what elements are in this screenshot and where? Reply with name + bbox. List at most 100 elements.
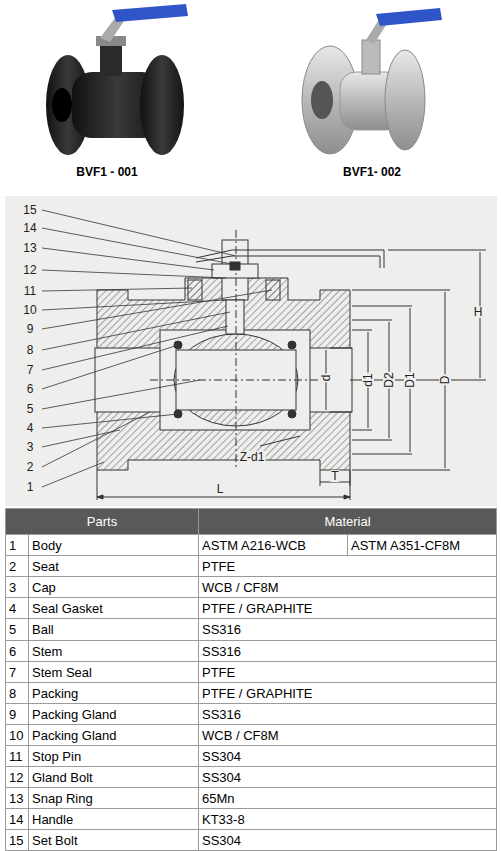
- callout-number: 10: [23, 304, 36, 316]
- material-text: SS316: [202, 622, 241, 637]
- row-number: 14: [5, 808, 29, 830]
- callout-number: 15: [23, 204, 36, 216]
- part-name-text: Set Bolt: [32, 833, 78, 848]
- dimension-label: d: [320, 374, 332, 383]
- row-number-text: 13: [9, 791, 23, 806]
- row-number: 2: [5, 555, 29, 577]
- material-text: SS304: [202, 833, 241, 848]
- material-text: SS304: [202, 770, 241, 785]
- material: KT33-8: [198, 808, 497, 830]
- row-number: 8: [5, 682, 29, 704]
- row-number: 1: [5, 534, 29, 556]
- row-number: 5: [5, 618, 29, 641]
- callout-number: 6: [27, 383, 34, 395]
- part-name-text: Stem: [32, 644, 62, 659]
- part-name: Ball: [28, 618, 199, 641]
- part-name-text: Packing Gland: [32, 707, 117, 722]
- callout-number: 3: [27, 441, 34, 453]
- row-number-text: 8: [9, 686, 16, 701]
- material-text: 65Mn: [202, 791, 235, 806]
- part-name-text: Body: [32, 538, 62, 553]
- table-header: Parts: [5, 508, 199, 535]
- row-number-text: 12: [9, 770, 23, 785]
- material-text: ASTM A216-WCB: [202, 538, 306, 553]
- section-drawing: [95, 230, 486, 500]
- row-number: 11: [5, 745, 29, 767]
- part-name: Cap: [28, 576, 199, 598]
- material: WCB / CF8M: [198, 724, 497, 746]
- row-number: 3: [5, 576, 29, 598]
- valve-photo-steel: [302, 8, 442, 154]
- part-name: Packing: [28, 682, 199, 704]
- material: WCB / CF8M: [198, 576, 497, 598]
- part-name: Body: [28, 534, 199, 556]
- row-number-text: 2: [9, 559, 16, 574]
- drawing-ground: [5, 196, 497, 506]
- material: PTFE / GRAPHITE: [198, 597, 497, 619]
- part-name: Packing Gland: [28, 703, 199, 725]
- part-name-text: Snap Ring: [32, 791, 93, 806]
- row-number-text: 10: [9, 728, 23, 743]
- callout-number: 7: [27, 364, 34, 376]
- material: SS304: [198, 766, 497, 788]
- material: PTFE: [198, 555, 497, 577]
- row-number-text: 14: [9, 812, 23, 827]
- part-name-text: Cap: [32, 580, 56, 595]
- dimension-label: d1: [362, 372, 374, 387]
- callout-number: 13: [23, 242, 36, 254]
- material: SS316: [198, 640, 497, 662]
- part-name-text: Stem Seal: [32, 665, 92, 680]
- material-text: KT33-8: [202, 812, 245, 827]
- dimension-label: D: [439, 375, 451, 386]
- material-text: SS304: [202, 749, 241, 764]
- material-text: PTFE: [202, 665, 235, 680]
- table-header-text: Material: [324, 514, 370, 529]
- part-name: Set Bolt: [28, 829, 199, 851]
- callout-number: 4: [27, 422, 34, 434]
- photo-caption: BVF1- 002: [343, 166, 401, 178]
- material: 65Mn: [198, 787, 497, 809]
- material-text: PTFE: [202, 559, 235, 574]
- material: SS316: [198, 703, 497, 725]
- part-name-text: Seal Gasket: [32, 601, 103, 616]
- row-number: 4: [5, 597, 29, 619]
- dimension-label: L: [216, 483, 225, 495]
- callout-number: 9: [27, 323, 34, 335]
- callout-number: 8: [27, 344, 34, 356]
- part-name-text: Handle: [32, 812, 73, 827]
- photo-caption: BVF1 - 001: [76, 166, 137, 178]
- row-number-text: 4: [9, 601, 16, 616]
- part-name: Seat: [28, 555, 199, 577]
- part-name: Gland Bolt: [28, 766, 199, 788]
- material: SS316: [198, 618, 497, 641]
- dimension-label: Z-d1: [239, 451, 266, 463]
- part-name: Snap Ring: [28, 787, 199, 809]
- part-name: Packing Gland: [28, 724, 199, 746]
- row-number-text: 7: [9, 665, 16, 680]
- callout-number: 14: [23, 222, 36, 234]
- callout-number: 1: [27, 481, 34, 493]
- dimension-label: T: [330, 470, 339, 482]
- row-number: 10: [5, 724, 29, 746]
- part-name-text: Gland Bolt: [32, 770, 93, 785]
- material-text: PTFE / GRAPHITE: [202, 686, 313, 701]
- row-number-text: 11: [9, 749, 23, 764]
- row-number: 12: [5, 766, 29, 788]
- row-number-text: 6: [9, 644, 16, 659]
- part-name: Seal Gasket: [28, 597, 199, 619]
- part-name-text: Packing Gland: [32, 728, 117, 743]
- material: PTFE: [198, 661, 497, 683]
- callout-number: 2: [27, 461, 34, 473]
- part-name: Stem Seal: [28, 661, 199, 683]
- callout-number: 12: [23, 264, 36, 276]
- part-name-text: Packing: [32, 686, 78, 701]
- leader-lines: [42, 210, 272, 487]
- part-name: Handle: [28, 808, 199, 830]
- row-number: 9: [5, 703, 29, 725]
- row-number-text: 9: [9, 707, 16, 722]
- material-text: PTFE / GRAPHITE: [202, 601, 313, 616]
- row-number-text: 15: [9, 833, 23, 848]
- material: SS304: [198, 829, 497, 851]
- material-text: WCB / CF8M: [202, 728, 279, 743]
- material-text: SS316: [202, 707, 241, 722]
